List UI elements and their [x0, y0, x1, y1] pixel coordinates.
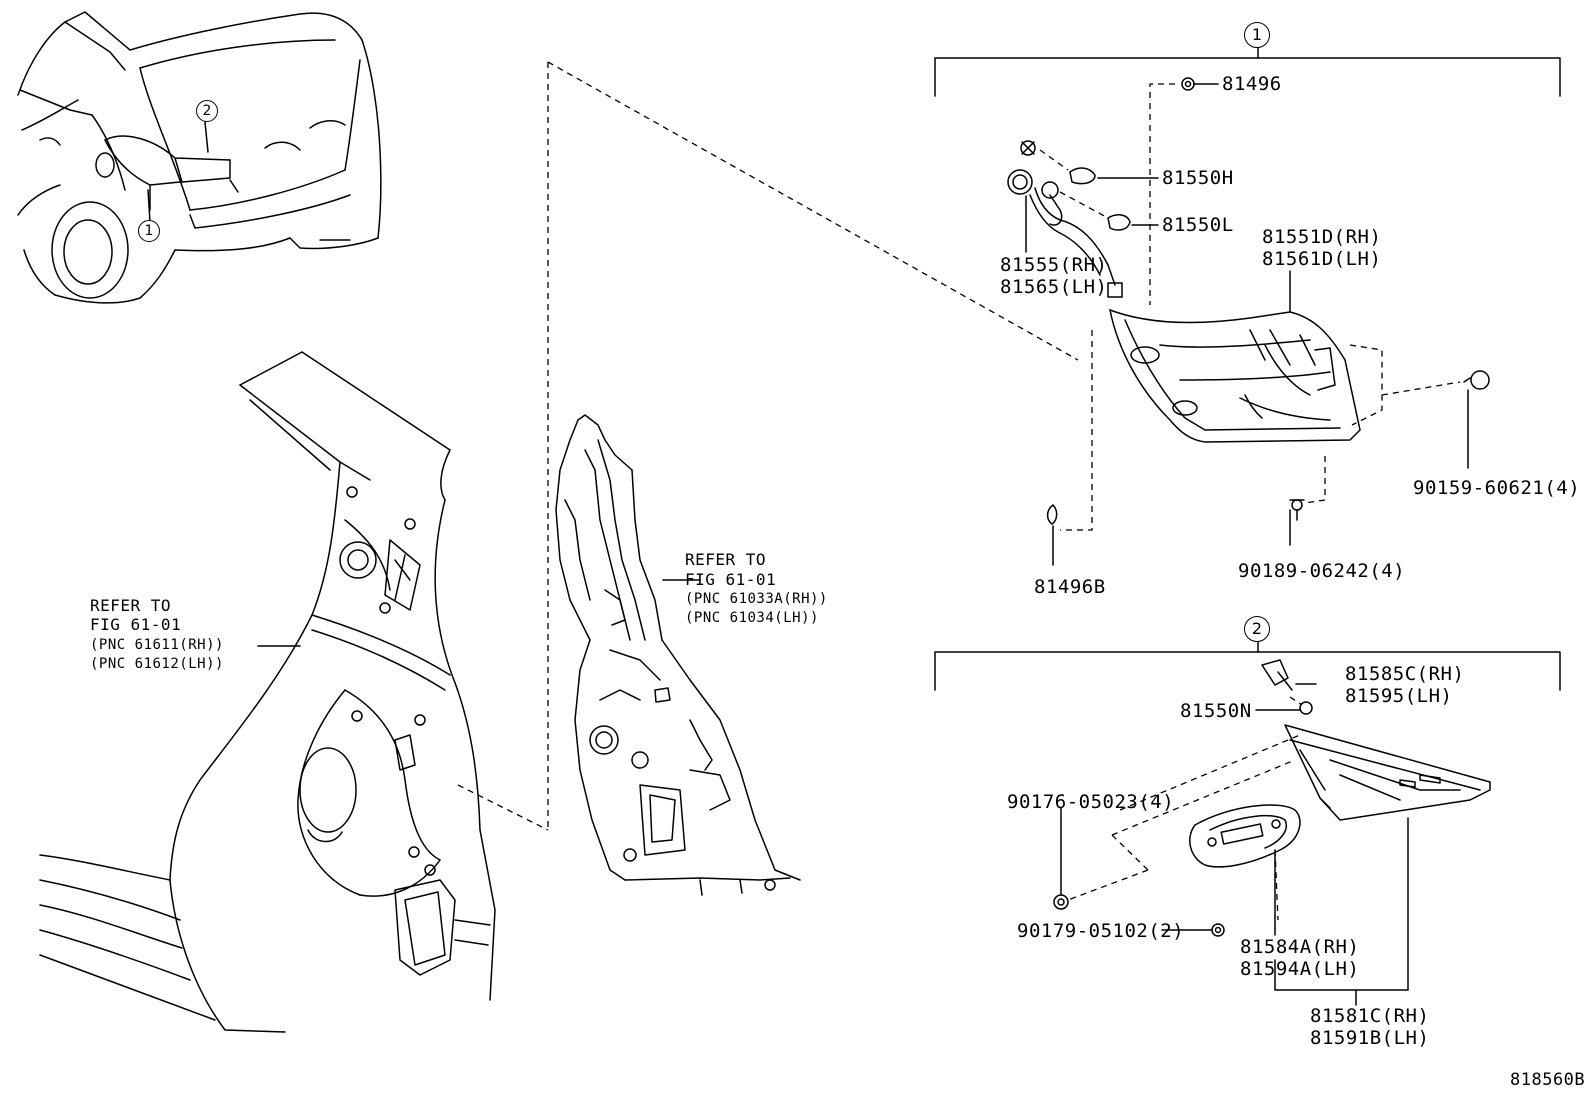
inner-pillar-illustration — [555, 414, 801, 896]
refer-pillar-line1: REFER TO — [685, 550, 767, 569]
part-81565-lh: 81565(LH) — [1000, 276, 1108, 298]
part-81561D-lh: 81561D(LH) — [1262, 248, 1382, 270]
part-90159-60621: 90159-60621(4) — [1413, 477, 1581, 499]
part-81496B: 81496B — [1034, 576, 1106, 598]
lamp-gasket — [1189, 804, 1301, 868]
part-81584A-rh: 81584A(RH) — [1240, 936, 1360, 958]
part-81594A-lh: 81594A(LH) — [1240, 958, 1360, 980]
part-81551D-rh: 81551D(RH) — [1262, 226, 1382, 248]
part-90176-05023: 90176-05023(4) — [1007, 791, 1175, 813]
group-1-bracket — [934, 47, 1561, 97]
socket-and-wire-harness — [1007, 77, 1490, 525]
refer-pillar-line2: FIG 61-01 — [685, 570, 777, 589]
illustration-code: 818560B — [1510, 1070, 1586, 1090]
refer-quarter-line4: (PNC 61612(LH)) — [90, 656, 224, 672]
part-81595-lh: 81595(LH) — [1345, 685, 1453, 707]
part-81550L: 81550L — [1162, 214, 1234, 236]
vehicle-rear-illustration — [17, 11, 382, 304]
part-90179-05102: 90179-05102(2) — [1017, 920, 1185, 942]
refer-pillar-line4: (PNC 61034(LH)) — [685, 610, 819, 626]
part-81496: 81496 — [1222, 73, 1282, 95]
part-81585C-rh: 81585C(RH) — [1345, 663, 1465, 685]
rear-combination-lamp-outer — [1109, 309, 1361, 443]
callout-1-group-header: 1 — [1244, 22, 1270, 48]
rear-lamp-inner-back-door — [1284, 724, 1491, 821]
part-81591B-lh: 81591B(LH) — [1310, 1027, 1430, 1049]
bulb-socket-group2 — [1053, 659, 1313, 937]
callout-2-group-header: 2 — [1244, 616, 1270, 642]
refer-quarter-line2: FIG 61-01 — [90, 615, 182, 634]
group-2-bracket — [934, 641, 1561, 691]
part-81555-rh: 81555(RH) — [1000, 254, 1108, 276]
callout-1-vehicle: 1 — [138, 220, 160, 242]
part-81550H: 81550H — [1162, 167, 1234, 189]
part-81581C-rh: 81581C(RH) — [1310, 1005, 1430, 1027]
refer-pillar-line3: (PNC 61033A(RH)) — [685, 591, 828, 607]
refer-quarter-line1: REFER TO — [90, 596, 172, 615]
callout-2-vehicle: 2 — [196, 100, 218, 122]
refer-quarter-line3: (PNC 61611(RH)) — [90, 637, 224, 653]
quarter-panel-illustration — [39, 351, 496, 1033]
part-90189-06242: 90189-06242(4) — [1238, 560, 1406, 582]
part-81550N: 81550N — [1180, 700, 1252, 722]
